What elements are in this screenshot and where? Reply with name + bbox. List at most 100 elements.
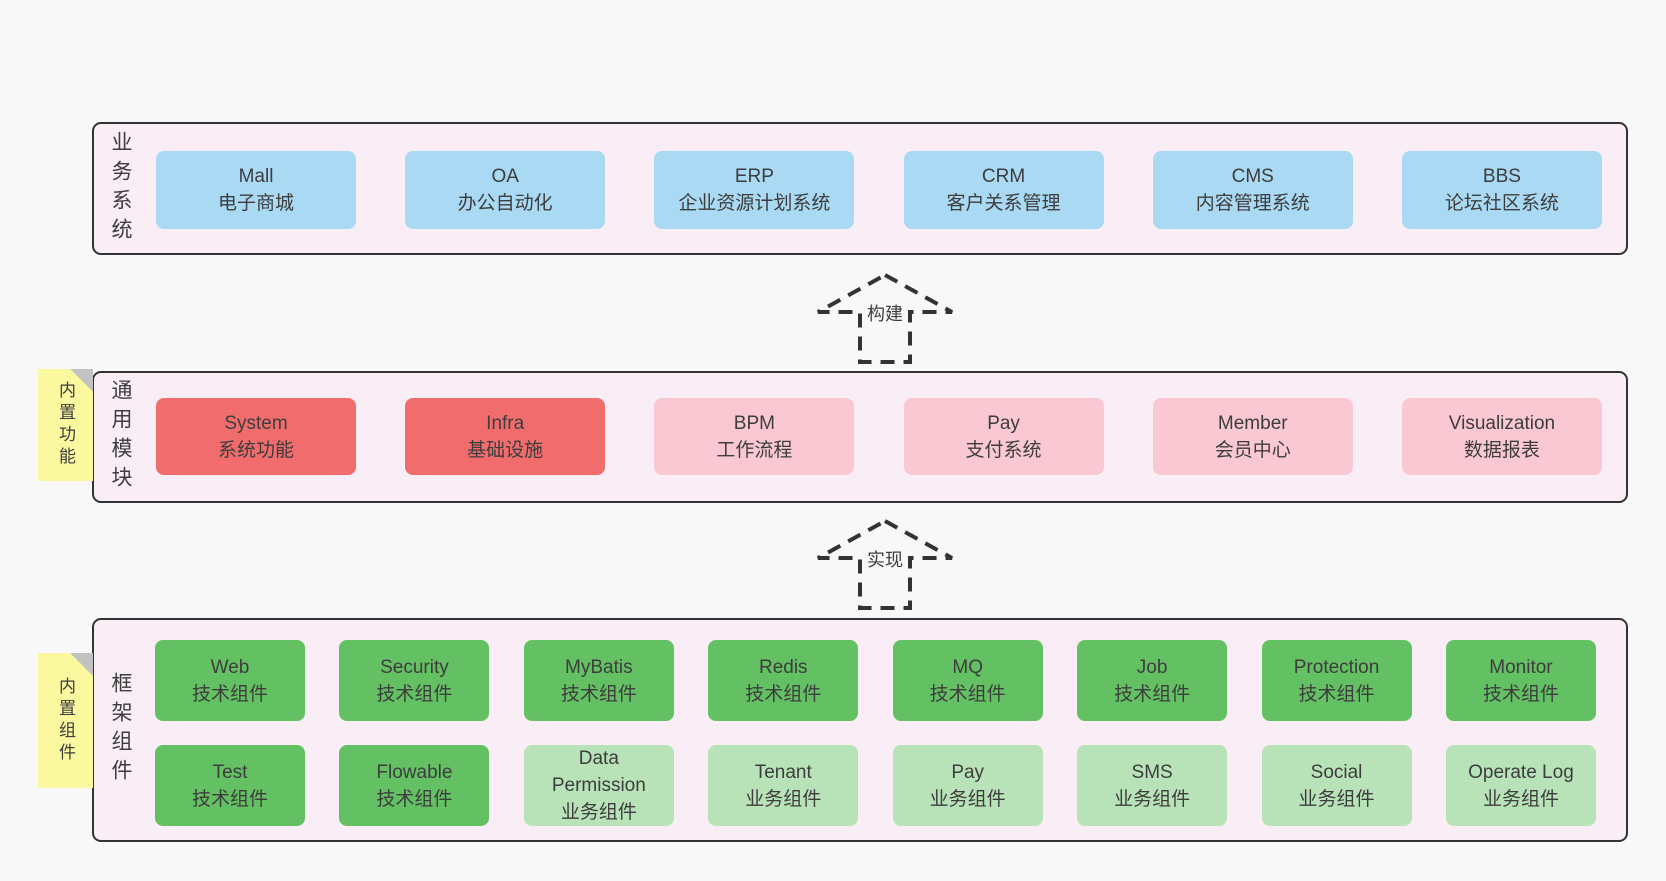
box-desc: 技术组件 — [376, 683, 453, 705]
box-desc: 业务组件 — [745, 788, 822, 810]
box-name: MQ — [952, 656, 983, 678]
box-desc: 电子商城 — [217, 193, 294, 214]
box-name: Security — [380, 656, 449, 678]
box-name: Web — [210, 656, 250, 678]
box-desc: 数据报表 — [1463, 439, 1540, 461]
build-arrow-label: 构建 — [863, 299, 907, 327]
box-name: Test — [212, 761, 248, 783]
box-tenant: Tenant 业务组件 — [708, 745, 859, 826]
modules-box-row: System 系统功能 Infra 基础设施 BPM 工作流程 Pay 支付系统… — [156, 398, 1602, 475]
box-name: ERP — [734, 166, 774, 187]
implement-arrow: 实现 — [815, 518, 955, 611]
box-name: Mall — [238, 166, 274, 187]
box-desc: 支付系统 — [965, 439, 1042, 461]
box-name: Member — [1217, 412, 1288, 434]
layer-label-modules: 通用模块 — [109, 379, 132, 495]
box-name: Infra — [486, 412, 525, 434]
box-desc: 技术组件 — [191, 683, 268, 705]
box-cms: CMS 内容管理系统 — [1152, 151, 1353, 229]
box-desc: 业务组件 — [1114, 788, 1191, 810]
box-desc: 企业资源计划系统 — [678, 193, 831, 214]
box-name: Data Permission — [551, 748, 646, 796]
box-monitor: Monitor 技术组件 — [1445, 640, 1596, 721]
components-row-2: Test 技术组件 Flowable 技术组件 Data Permission … — [155, 745, 1596, 826]
box-desc: 业务组件 — [929, 788, 1006, 810]
box-pay-component: Pay 业务组件 — [892, 745, 1043, 826]
layer-label-business: 业务系统 — [109, 130, 132, 247]
sticky-built-in-functions: 内置功能 — [38, 369, 93, 481]
sticky-fold-corner — [70, 653, 93, 676]
box-name: Tenant — [754, 761, 812, 783]
sticky-built-in-components: 内置组件 — [38, 653, 93, 788]
box-erp: ERP 企业资源计划系统 — [654, 151, 855, 229]
layer-label-components: 框架组件 — [109, 672, 132, 788]
box-desc: 客户关系管理 — [946, 193, 1061, 214]
box-redis: Redis 技术组件 — [708, 640, 859, 721]
sticky-label: 内置组件 — [56, 676, 75, 765]
box-desc: 基础设施 — [467, 439, 544, 461]
box-security: Security 技术组件 — [339, 640, 490, 721]
box-name: Job — [1136, 656, 1168, 678]
box-desc: 技术组件 — [1298, 683, 1375, 705]
box-desc: 内容管理系统 — [1195, 193, 1310, 214]
box-name: Operate Log — [1468, 761, 1574, 783]
components-row-1: Web 技术组件 Security 技术组件 MyBatis 技术组件 Redi… — [155, 640, 1596, 721]
box-system: System 系统功能 — [156, 398, 356, 475]
box-desc: 论坛社区系统 — [1444, 193, 1559, 214]
box-name: Protection — [1293, 656, 1380, 678]
box-name: Visualization — [1448, 412, 1556, 434]
box-name: Social — [1310, 761, 1363, 783]
box-desc: 技术组件 — [191, 788, 268, 810]
box-data-permission: Data Permission 业务组件 — [523, 745, 674, 826]
box-name: Monitor — [1489, 656, 1553, 678]
box-test: Test 技术组件 — [155, 745, 305, 826]
box-name: MyBatis — [565, 656, 633, 678]
box-mq: MQ 技术组件 — [892, 640, 1043, 721]
box-job: Job 技术组件 — [1077, 640, 1228, 721]
box-desc: 技术组件 — [745, 683, 822, 705]
box-desc: 会员中心 — [1214, 439, 1291, 461]
box-operate-log: Operate Log 业务组件 — [1445, 745, 1596, 826]
build-arrow: 构建 — [815, 272, 955, 365]
box-social: Social 业务组件 — [1261, 745, 1412, 826]
sticky-fold-corner — [70, 369, 93, 392]
box-infra: Infra 基础设施 — [405, 398, 606, 475]
box-mybatis: MyBatis 技术组件 — [523, 640, 674, 721]
up-block-arrow-icon — [817, 518, 953, 610]
box-name: CRM — [981, 166, 1026, 187]
layer-business-systems: 业务系统 Mall 电子商城 OA 办公自动化 ERP 企业资源计划系统 CRM… — [92, 122, 1628, 255]
implement-arrow-label: 实现 — [863, 545, 907, 573]
box-desc: 业务组件 — [560, 802, 637, 823]
box-bbs: BBS 论坛社区系统 — [1401, 151, 1602, 229]
box-desc: 技术组件 — [1482, 683, 1559, 705]
layer-framework-components: 框架组件 Web 技术组件 Security 技术组件 MyBatis 技术组件… — [92, 618, 1628, 842]
up-block-arrow-icon — [817, 272, 953, 364]
box-name: OA — [491, 166, 519, 187]
box-name: Pay — [951, 761, 985, 783]
box-name: Flowable — [376, 761, 453, 783]
box-member: Member 会员中心 — [1152, 398, 1353, 475]
box-name: BPM — [733, 412, 775, 434]
box-bpm: BPM 工作流程 — [654, 398, 855, 475]
box-desc: 技术组件 — [376, 788, 453, 810]
box-protection: Protection 技术组件 — [1261, 640, 1412, 721]
box-desc: 业务组件 — [1298, 788, 1375, 810]
box-desc: 技术组件 — [1114, 683, 1191, 705]
box-desc: 业务组件 — [1482, 788, 1559, 810]
box-crm: CRM 客户关系管理 — [903, 151, 1104, 229]
box-desc: 工作流程 — [716, 439, 793, 461]
box-name: Pay — [987, 412, 1020, 434]
box-name: SMS — [1131, 761, 1173, 783]
box-web: Web 技术组件 — [155, 640, 305, 721]
box-flowable: Flowable 技术组件 — [339, 745, 490, 826]
box-name: CMS — [1231, 166, 1274, 187]
box-name: System — [224, 412, 288, 434]
box-name: BBS — [1482, 166, 1521, 187]
box-sms: SMS 业务组件 — [1077, 745, 1228, 826]
box-visualization: Visualization 数据报表 — [1401, 398, 1602, 475]
layer-common-modules: 通用模块 System 系统功能 Infra 基础设施 BPM 工作流程 Pay… — [92, 371, 1628, 503]
box-desc: 系统功能 — [217, 439, 294, 461]
box-name: Redis — [758, 656, 808, 678]
box-mall: Mall 电子商城 — [156, 151, 356, 229]
